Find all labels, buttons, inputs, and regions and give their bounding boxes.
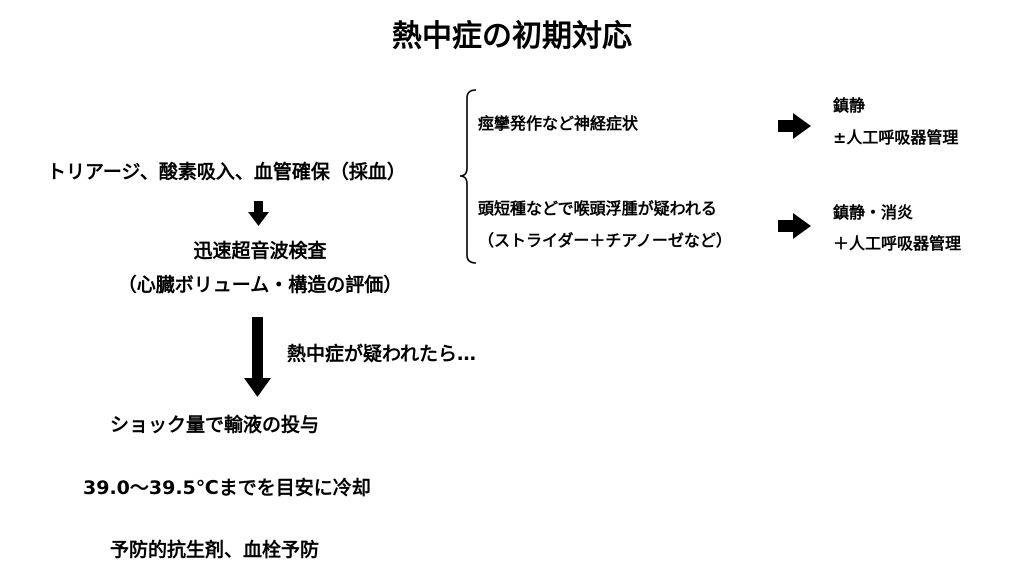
branch-1-condition: 痙攣発作など神経症状 [478, 114, 639, 133]
long-down-arrow-icon [244, 317, 271, 397]
branch-2-action-line-2: ＋人工呼吸器管理 [833, 234, 962, 253]
prevention-step: 予防的抗生剤、血栓予防 [110, 539, 320, 561]
diagram-title: 熱中症の初期対応 [392, 19, 632, 54]
branch-1-action-line-2: ±人工呼吸器管理 [833, 128, 959, 147]
down-arrow-icon [248, 201, 269, 226]
branch-2-condition-line-2: （ストライダー＋チアノーゼなど） [478, 231, 732, 250]
triage-step: トリアージ、酸素吸入、血管確保（採血） [47, 161, 406, 183]
branch-1-action-line-1: 鎮静 [833, 96, 866, 115]
branch-2-action-line-1: 鎮静・消炎 [833, 203, 914, 222]
ultrasound-step: 迅速超音波検査 [193, 240, 327, 262]
right-arrow-icon [778, 113, 811, 139]
curly-brace-icon [459, 89, 477, 264]
ultrasound-detail: （心臓ボリューム・構造の評価） [117, 274, 403, 296]
heatstroke-suspected-label: 熱中症が疑われたら… [287, 343, 477, 365]
fluid-step: ショック量で輸液の投与 [110, 414, 320, 436]
right-arrow-icon [778, 213, 811, 239]
cooling-step: 39.0～39.5℃までを目安に冷却 [83, 477, 371, 499]
branch-2-condition-line-1: 頭短種などで喉頭浮腫が疑われる [478, 199, 717, 218]
